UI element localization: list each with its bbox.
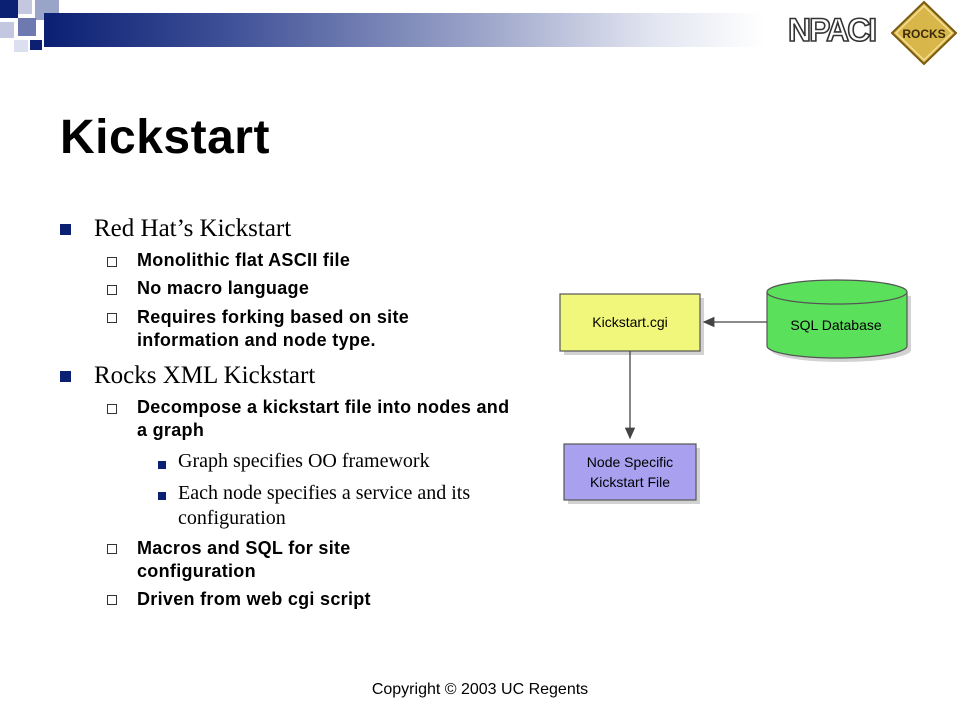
decor-square: [30, 40, 42, 50]
sub-bullet-text: No macro language: [137, 278, 310, 298]
node-specific-file-box: Node Specific Kickstart File: [563, 443, 700, 504]
sql-database-label: SQL Database: [790, 317, 882, 333]
kickstart-cgi-box: Kickstart.cgi: [559, 293, 704, 355]
sub-bullet-text: Monolithic flat ASCII file: [137, 250, 351, 270]
sub-bullet-text: Driven from web cgi script: [137, 589, 371, 609]
sub-bullet-marker: [107, 544, 117, 554]
node-file-label-line2: Kickstart File: [590, 474, 670, 490]
bullet-marker: [60, 371, 71, 382]
sub-bullet-text: Macros and SQL for site configuration: [137, 538, 351, 581]
decor-square: [14, 40, 28, 52]
rocks-logo-text: ROCKS: [902, 27, 945, 41]
node-file-label-line1: Node Specific: [587, 454, 673, 470]
sub-sub-bullet-text: Each node specifies a service and its co…: [178, 482, 471, 529]
sub-bullet-marker: [107, 285, 117, 295]
npaci-logo-text: NPACI: [788, 12, 875, 48]
copyright-footer: Copyright © 2003 UC Regents: [371, 681, 589, 698]
kickstart-cgi-label: Kickstart.cgi: [592, 314, 667, 330]
sql-database-cylinder: SQL Database: [766, 279, 911, 362]
sub-bullet-marker: [107, 404, 117, 414]
bullet-text: Rocks XML Kickstart: [94, 362, 316, 389]
header-gradient-bar: [44, 13, 764, 47]
decor-square: [0, 22, 14, 38]
slide-title: Kickstart: [60, 111, 270, 164]
sub-sub-bullet-marker: [158, 492, 166, 500]
decor-square: [18, 0, 32, 14]
bullet-marker: [60, 224, 71, 235]
decor-square: [0, 0, 18, 18]
sub-sub-bullet-text: Graph specifies OO framework: [178, 450, 430, 472]
bullet-text: Red Hat’s Kickstart: [94, 215, 292, 242]
sub-bullet-text: Decompose a kickstart file into nodes an…: [137, 397, 510, 440]
sub-sub-bullet-marker: [158, 461, 166, 469]
sub-bullet-marker: [107, 595, 117, 605]
sub-bullet-marker: [107, 313, 117, 323]
sub-bullet-text: Requires forking based on site informati…: [137, 307, 410, 350]
rocks-logo: ROCKS: [890, 0, 958, 66]
decor-square: [18, 18, 36, 36]
npaci-logo: NPACI: [787, 11, 878, 48]
sub-bullet-marker: [107, 257, 117, 267]
